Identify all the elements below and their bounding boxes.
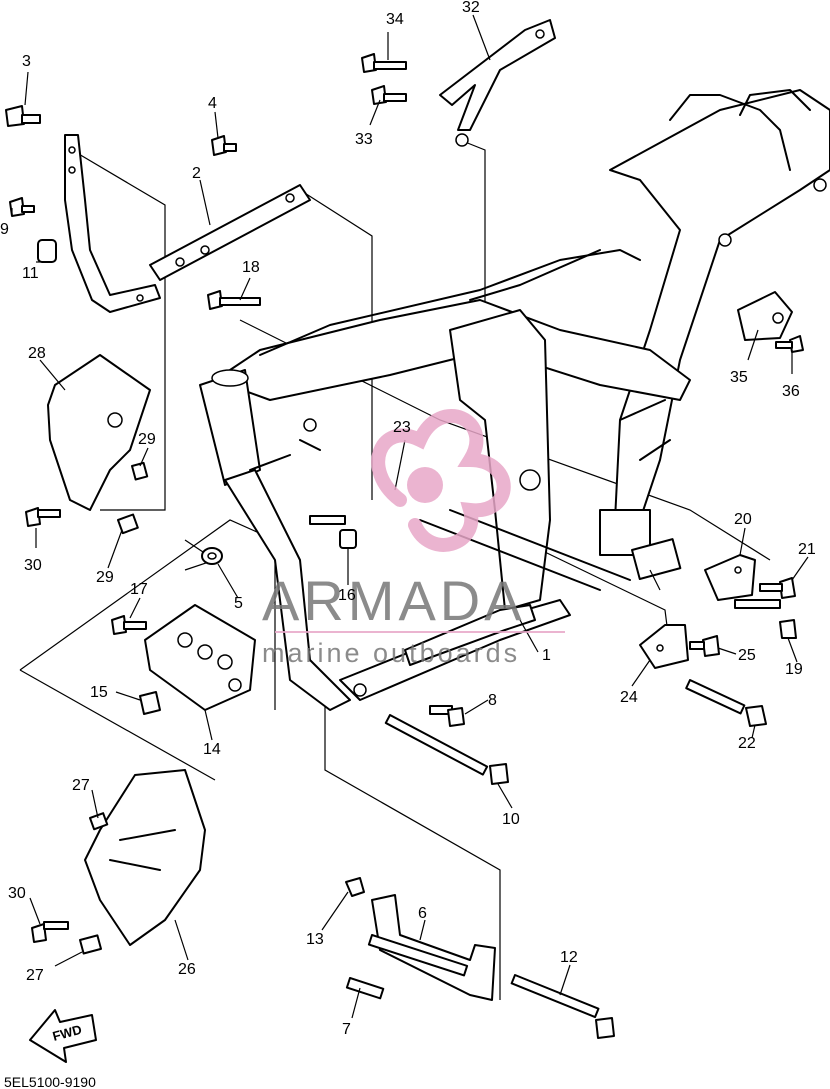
- callout-29-lower: 29: [96, 569, 114, 586]
- callout-8: 8: [488, 692, 497, 709]
- callout-29-upper: 29: [138, 431, 156, 448]
- callout-28: 28: [28, 345, 46, 362]
- logo-mark-icon: [371, 409, 511, 552]
- callout-30-upper: 30: [24, 557, 42, 574]
- part-34-bracket: [737, 291, 793, 341]
- callout-5: 5: [234, 595, 243, 612]
- callout-24: 24: [620, 689, 638, 706]
- callout-12: 12: [560, 949, 578, 966]
- callout-33: 34: [386, 11, 404, 28]
- callout-leaders: [11, 14, 809, 1019]
- fwd-label: FWD: [51, 1022, 83, 1044]
- callout-19: 19: [785, 661, 803, 678]
- callout-21: 21: [798, 541, 816, 558]
- callout-15: 15: [90, 684, 108, 701]
- callout-1: 1: [542, 647, 551, 664]
- part-code: 5EL5100-9190: [4, 1074, 96, 1089]
- callout-10: 10: [502, 811, 520, 828]
- bolts: [5, 53, 804, 1039]
- callout-3: 3: [22, 53, 31, 70]
- callout-25: 25: [738, 647, 756, 664]
- callout-11: 11: [22, 265, 39, 282]
- callout-35: 36: [782, 383, 800, 400]
- callout-4: 4: [208, 95, 217, 112]
- side-covers: [47, 354, 206, 955]
- callout-17: 17: [130, 581, 148, 598]
- callout-14: 14: [203, 741, 221, 758]
- callout-numbers: 3 2 4 9 11 18 34 32 33 35 36 28 29 29 30…: [0, 0, 816, 1038]
- watermark-logo: ARMADA marine outboards: [262, 409, 565, 668]
- callout-6: 6: [418, 905, 427, 922]
- brackets-20-24: [639, 554, 756, 669]
- callout-20: 20: [734, 511, 752, 528]
- fwd-arrow-icon: FWD: [29, 1009, 97, 1063]
- main-frame: [199, 89, 830, 711]
- callout-32: 33: [355, 131, 373, 148]
- callout-34: 35: [730, 369, 748, 386]
- part-6-lower-plate: [345, 894, 496, 1001]
- watermark-brand: ARMADA: [262, 569, 526, 632]
- logo-mark-center-icon: [407, 467, 443, 503]
- part-3-front-stay: [64, 134, 161, 313]
- callout-27-lower: 27: [26, 967, 44, 984]
- callout-22: 22: [738, 735, 756, 752]
- callout-27-upper: 27: [72, 777, 90, 794]
- watermark-tagline: marine outboards: [262, 638, 520, 668]
- callout-18: 18: [242, 259, 260, 276]
- callout-26: 26: [178, 961, 196, 978]
- callout-31: 32: [462, 0, 480, 16]
- part-36-label: [631, 538, 682, 580]
- callout-9: 9: [0, 221, 9, 238]
- part-31-upper-stay: [439, 19, 556, 147]
- callout-16: 16: [338, 587, 356, 604]
- part-1-support-bar: [404, 604, 536, 666]
- callout-2: 2: [192, 165, 201, 182]
- callout-30-lower: 30: [8, 885, 26, 902]
- callout-7: 7: [342, 1021, 351, 1038]
- callout-13: 13: [306, 931, 324, 948]
- part-14-engine-mount: [144, 604, 256, 711]
- callout-23: 23: [393, 419, 411, 436]
- part-2-cross-tube: [149, 184, 311, 281]
